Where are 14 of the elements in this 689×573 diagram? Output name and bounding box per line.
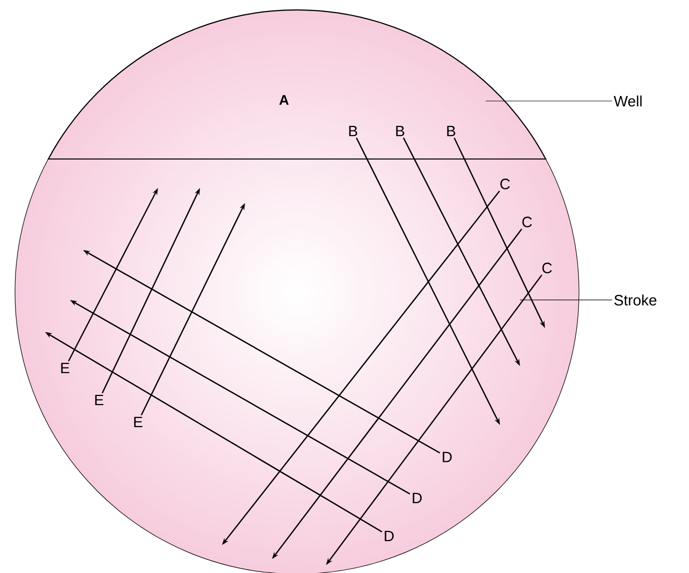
streak-letter: C [522,216,532,228]
well-label: Well [614,95,642,106]
streak-letter: D [442,452,452,462]
leader-line [485,100,612,102]
streak-letter: D [384,530,394,542]
streak-letter: C [500,178,510,190]
streak-letter: D [412,492,422,504]
well-region [48,10,546,160]
region-letter: A [279,95,289,105]
streak-letter: C [542,262,552,274]
streak-letter: E [134,416,142,428]
stroke-label: Stroke [614,294,656,306]
streak-letter: E [61,362,70,374]
streak-letter: E [95,394,104,406]
